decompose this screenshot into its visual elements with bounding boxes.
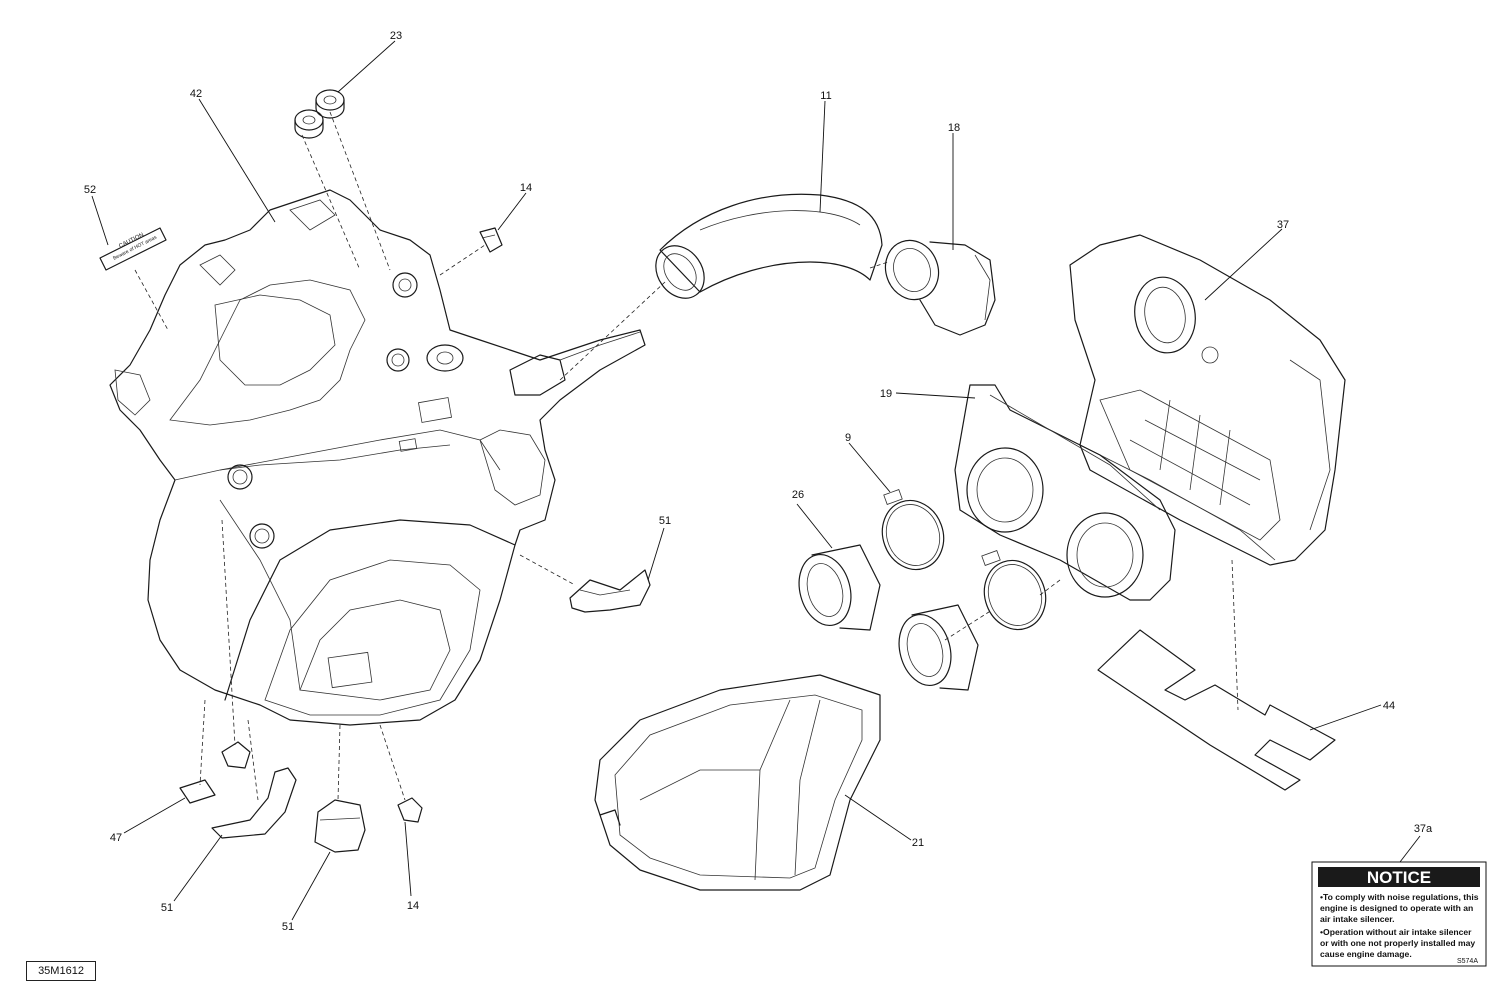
clamp-51-center xyxy=(314,799,366,853)
notice-line-4: •Operation without air intake silencer xyxy=(1320,927,1472,937)
gasket-44 xyxy=(1097,629,1336,791)
callout-14-top: 14 xyxy=(520,182,532,194)
reference-code-box: 35M1612 xyxy=(26,961,96,981)
adaptor-18 xyxy=(884,239,996,336)
callout-52: 52 xyxy=(84,184,96,196)
grommets-23 xyxy=(294,89,345,139)
callout-14-bottom: 14 xyxy=(407,900,419,912)
clip-bottom-left xyxy=(221,741,251,769)
callout-9: 9 xyxy=(845,432,851,444)
alignment-lines xyxy=(134,111,1239,801)
notice-heading: NOTICE xyxy=(1367,868,1431,887)
notice-line-2: engine is designed to operate with an xyxy=(1320,903,1473,913)
caution-label: CAUTION Beware of HOT areas xyxy=(99,227,167,271)
silencer-cover-37 xyxy=(1069,234,1346,566)
callout-37: 37 xyxy=(1277,219,1289,231)
notice-line-5: or with one not properly installed may xyxy=(1320,938,1475,948)
callout-47: 47 xyxy=(110,832,122,844)
callout-42: 42 xyxy=(190,88,202,100)
notice-line-6: cause engine damage. xyxy=(1320,949,1412,959)
pad-47 xyxy=(179,779,216,804)
callout-21: 21 xyxy=(912,837,924,849)
callout-19: 19 xyxy=(880,388,892,400)
bracket-51-left xyxy=(211,767,297,839)
callout-37a: 37a xyxy=(1414,823,1433,835)
bracket-51-right xyxy=(569,569,651,613)
notice-code: S574A xyxy=(1457,958,1478,965)
notice-line-1: •To comply with noise regulations, this xyxy=(1320,892,1479,902)
intake-hose-11 xyxy=(655,193,883,299)
reference-code: 35M1612 xyxy=(38,965,84,977)
duct-frame-21 xyxy=(594,674,881,891)
air-box-housing xyxy=(109,189,646,726)
notice-label-37a: NOTICE •To comply with noise regulations… xyxy=(1311,861,1487,967)
callout-26: 26 xyxy=(792,489,804,501)
callout-51-center: 51 xyxy=(282,921,294,933)
clip-14-bottom xyxy=(397,797,423,823)
callout-labels: 23 42 52 14 11 18 37 19 9 26 51 51 51 44… xyxy=(84,30,1433,933)
callout-44: 44 xyxy=(1383,700,1395,712)
callout-11: 11 xyxy=(820,90,831,102)
coupling-26-lower xyxy=(898,604,979,691)
leader-lines xyxy=(91,40,1421,921)
inlet-plate-19 xyxy=(954,384,1176,601)
clamp-9-lower xyxy=(981,550,1047,631)
notice-line-3: air intake silencer. xyxy=(1320,914,1395,924)
callout-23: 23 xyxy=(390,30,402,42)
callout-51-left: 51 xyxy=(161,902,173,914)
callout-51-right: 51 xyxy=(659,515,671,527)
clip-14-top xyxy=(479,227,503,253)
callout-18: 18 xyxy=(948,122,960,134)
clamp-9-upper xyxy=(881,489,945,571)
coupling-26-upper xyxy=(798,544,881,631)
